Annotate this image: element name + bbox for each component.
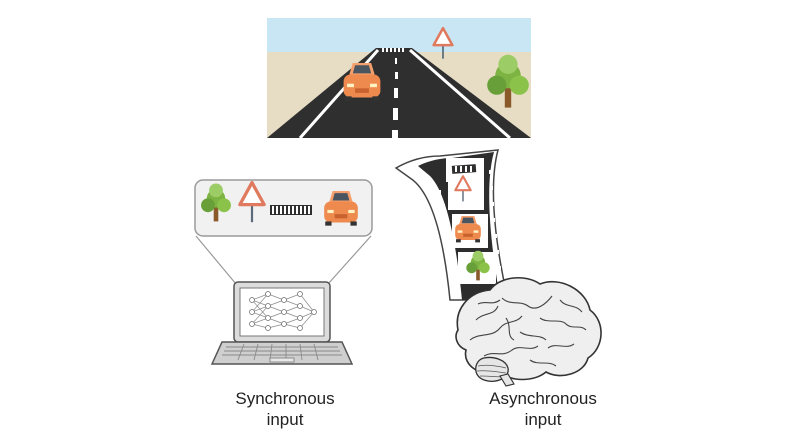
- caption-line: Synchronous: [235, 389, 335, 408]
- asynchronous-input-caption: Asynchronous input: [458, 388, 628, 430]
- crosswalk-icon: [270, 205, 312, 215]
- cerebellum: [475, 356, 515, 387]
- synchronous-frame-panel: [194, 179, 373, 285]
- caption-line: input: [266, 410, 304, 429]
- crosswalk-icon: [382, 48, 404, 52]
- film-strip-icon: [394, 149, 509, 301]
- caption-line: input: [524, 410, 562, 429]
- film-frame: [458, 250, 496, 284]
- neural-network-icon: [249, 291, 317, 331]
- lane-markings: [392, 58, 398, 138]
- road-scene: [267, 18, 531, 140]
- brain-icon: [455, 277, 602, 387]
- sky: [267, 18, 531, 52]
- film-frame: [448, 175, 484, 210]
- caption-line: Asynchronous: [489, 389, 597, 408]
- road: [267, 48, 531, 138]
- synchronous-input-caption: Synchronous input: [205, 388, 365, 430]
- film-frame: [452, 214, 488, 248]
